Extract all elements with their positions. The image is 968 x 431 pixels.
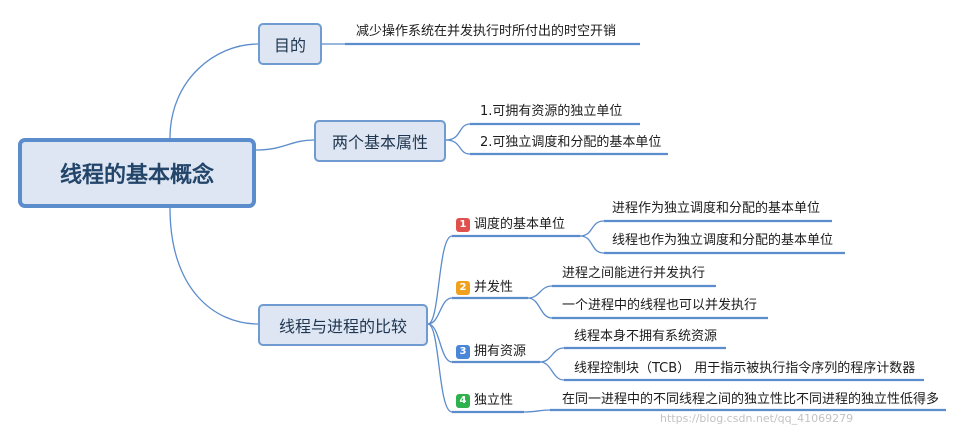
concurrency-item-2[interactable]: 一个进程中的线程也可以并发执行 — [562, 298, 758, 313]
number-4-icon: 4 — [456, 394, 470, 408]
independence-item[interactable]: 在同一进程中的不同线程之间的独立性比不同进程的独立性低得多 — [562, 392, 940, 407]
branch-attributes[interactable]: 两个基本属性 — [314, 120, 446, 162]
scheduling-item-2[interactable]: 线程也作为独立调度和分配的基本单位 — [612, 233, 834, 248]
category-label: 调度的基本单位 — [474, 217, 566, 232]
resources-item-1[interactable]: 线程本身不拥有系统资源 — [574, 329, 718, 344]
root-node[interactable]: 线程的基本概念 — [18, 138, 256, 208]
category-label: 独立性 — [474, 393, 514, 408]
category-independence[interactable]: 4 独立性 — [456, 393, 513, 409]
category-label: 拥有资源 — [474, 344, 527, 359]
purpose-item[interactable]: 减少操作系统在并发执行时所付出的时空开销 — [356, 24, 617, 39]
number-3-icon: 3 — [456, 345, 470, 359]
category-label: 并发性 — [474, 280, 514, 295]
resources-item-2[interactable]: 线程控制块（TCB） 用于指示被执行指令序列的程序计数器 — [574, 361, 916, 376]
category-resources[interactable]: 3 拥有资源 — [456, 344, 526, 360]
number-2-icon: 2 — [456, 281, 470, 295]
attribute-item-2[interactable]: 2.可独立调度和分配的基本单位 — [480, 135, 662, 150]
concurrency-item-1[interactable]: 进程之间能进行并发执行 — [562, 266, 706, 281]
category-concurrency[interactable]: 2 并发性 — [456, 280, 513, 296]
attribute-item-1[interactable]: 1.可拥有资源的独立单位 — [480, 104, 623, 119]
watermark: https://blog.csdn.net/qq_41069279 — [660, 412, 854, 425]
branch-purpose[interactable]: 目的 — [258, 23, 322, 65]
scheduling-item-1[interactable]: 进程作为独立调度和分配的基本单位 — [612, 201, 821, 216]
branch-comparison[interactable]: 线程与进程的比较 — [258, 304, 428, 346]
category-scheduling[interactable]: 1 调度的基本单位 — [456, 217, 565, 233]
number-1-icon: 1 — [456, 218, 470, 232]
